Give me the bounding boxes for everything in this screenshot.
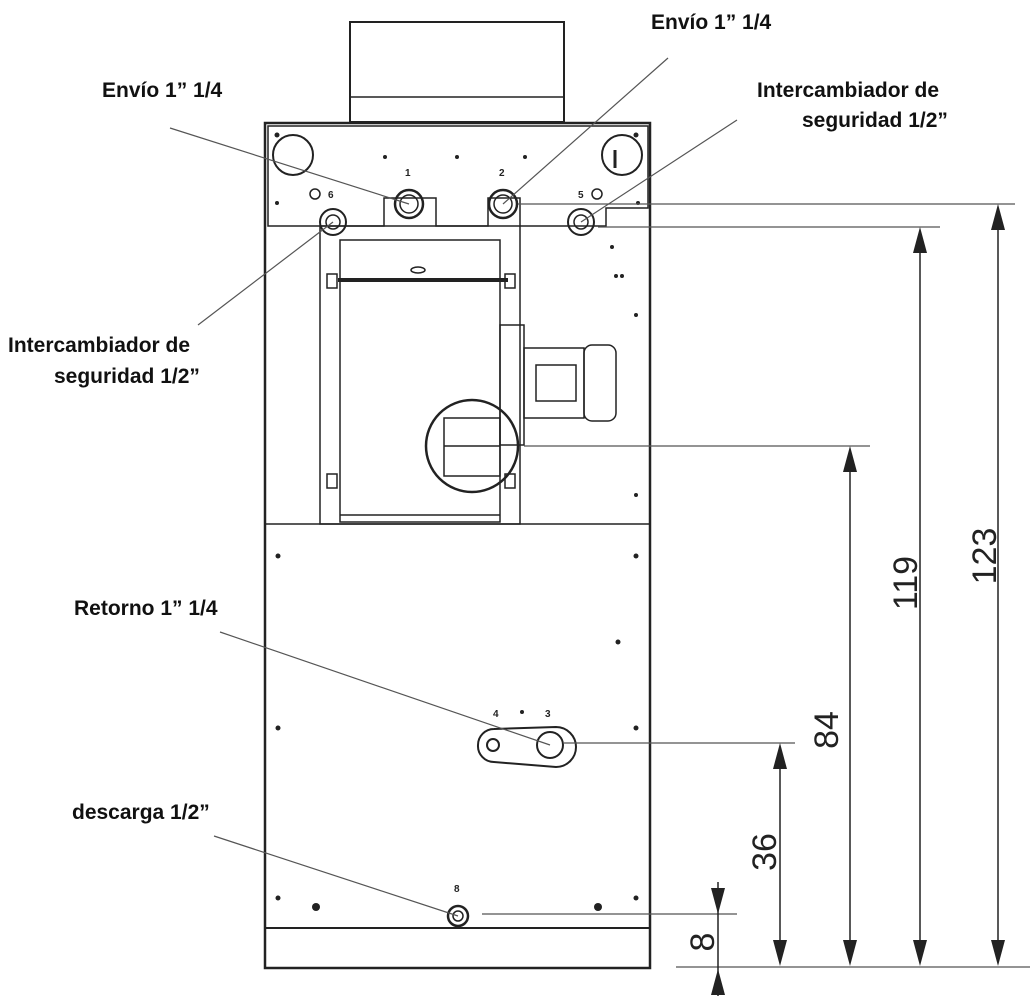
port-number-6: 6 (328, 190, 334, 201)
port-number-5: 5 (578, 190, 584, 201)
dimension-arrows (711, 204, 1005, 995)
left-top-opening (272, 134, 314, 176)
flue-outlet (349, 21, 565, 123)
label-intercambiador-right-line1: Intercambiador de (757, 79, 940, 102)
label-envio-left: Envío 1” 1/4 (102, 79, 223, 102)
port-2 (487, 188, 519, 220)
boiler-body (263, 121, 652, 970)
port-number-2: 2 (499, 168, 505, 179)
fan-housing (424, 398, 520, 494)
port-3 (536, 731, 564, 759)
port-number-4: 4 (493, 709, 499, 720)
port-number-3: 3 (545, 709, 551, 720)
top-plate (267, 125, 649, 227)
label-descarga: descarga 1/2” (72, 801, 210, 824)
dimension-36: 36 (746, 833, 784, 871)
port-5 (567, 208, 595, 236)
dimension-119: 119 (887, 556, 925, 610)
dimension-84: 84 (808, 711, 846, 749)
label-intercambiador-left-line2: seguridad 1/2” (54, 365, 200, 388)
dimension-lines (717, 212, 999, 996)
return-plate (476, 725, 577, 769)
label-intercambiador-left-line1: Intercambiador de (8, 334, 191, 357)
dimension-8: 8 (684, 933, 722, 952)
leader-lines (169, 57, 738, 917)
plinth (264, 927, 651, 969)
label-envio-right: Envío 1” 1/4 (651, 11, 772, 34)
dimension-123: 123 (966, 528, 1004, 585)
port-4 (486, 738, 500, 752)
port-6 (319, 208, 347, 236)
label-intercambiador-right-line2: seguridad 1/2” (802, 109, 948, 132)
port-1 (393, 188, 425, 220)
port-8 (446, 904, 470, 928)
burner-housing (339, 239, 501, 523)
port-number-1: 1 (405, 168, 411, 179)
right-top-opening (601, 134, 643, 176)
rivets (274, 132, 640, 911)
motor-body (523, 347, 585, 419)
port-number-8: 8 (454, 884, 460, 895)
label-retorno: Retorno 1” 1/4 (74, 597, 218, 620)
burner-frame (319, 225, 521, 525)
extension-lines (482, 203, 1030, 968)
